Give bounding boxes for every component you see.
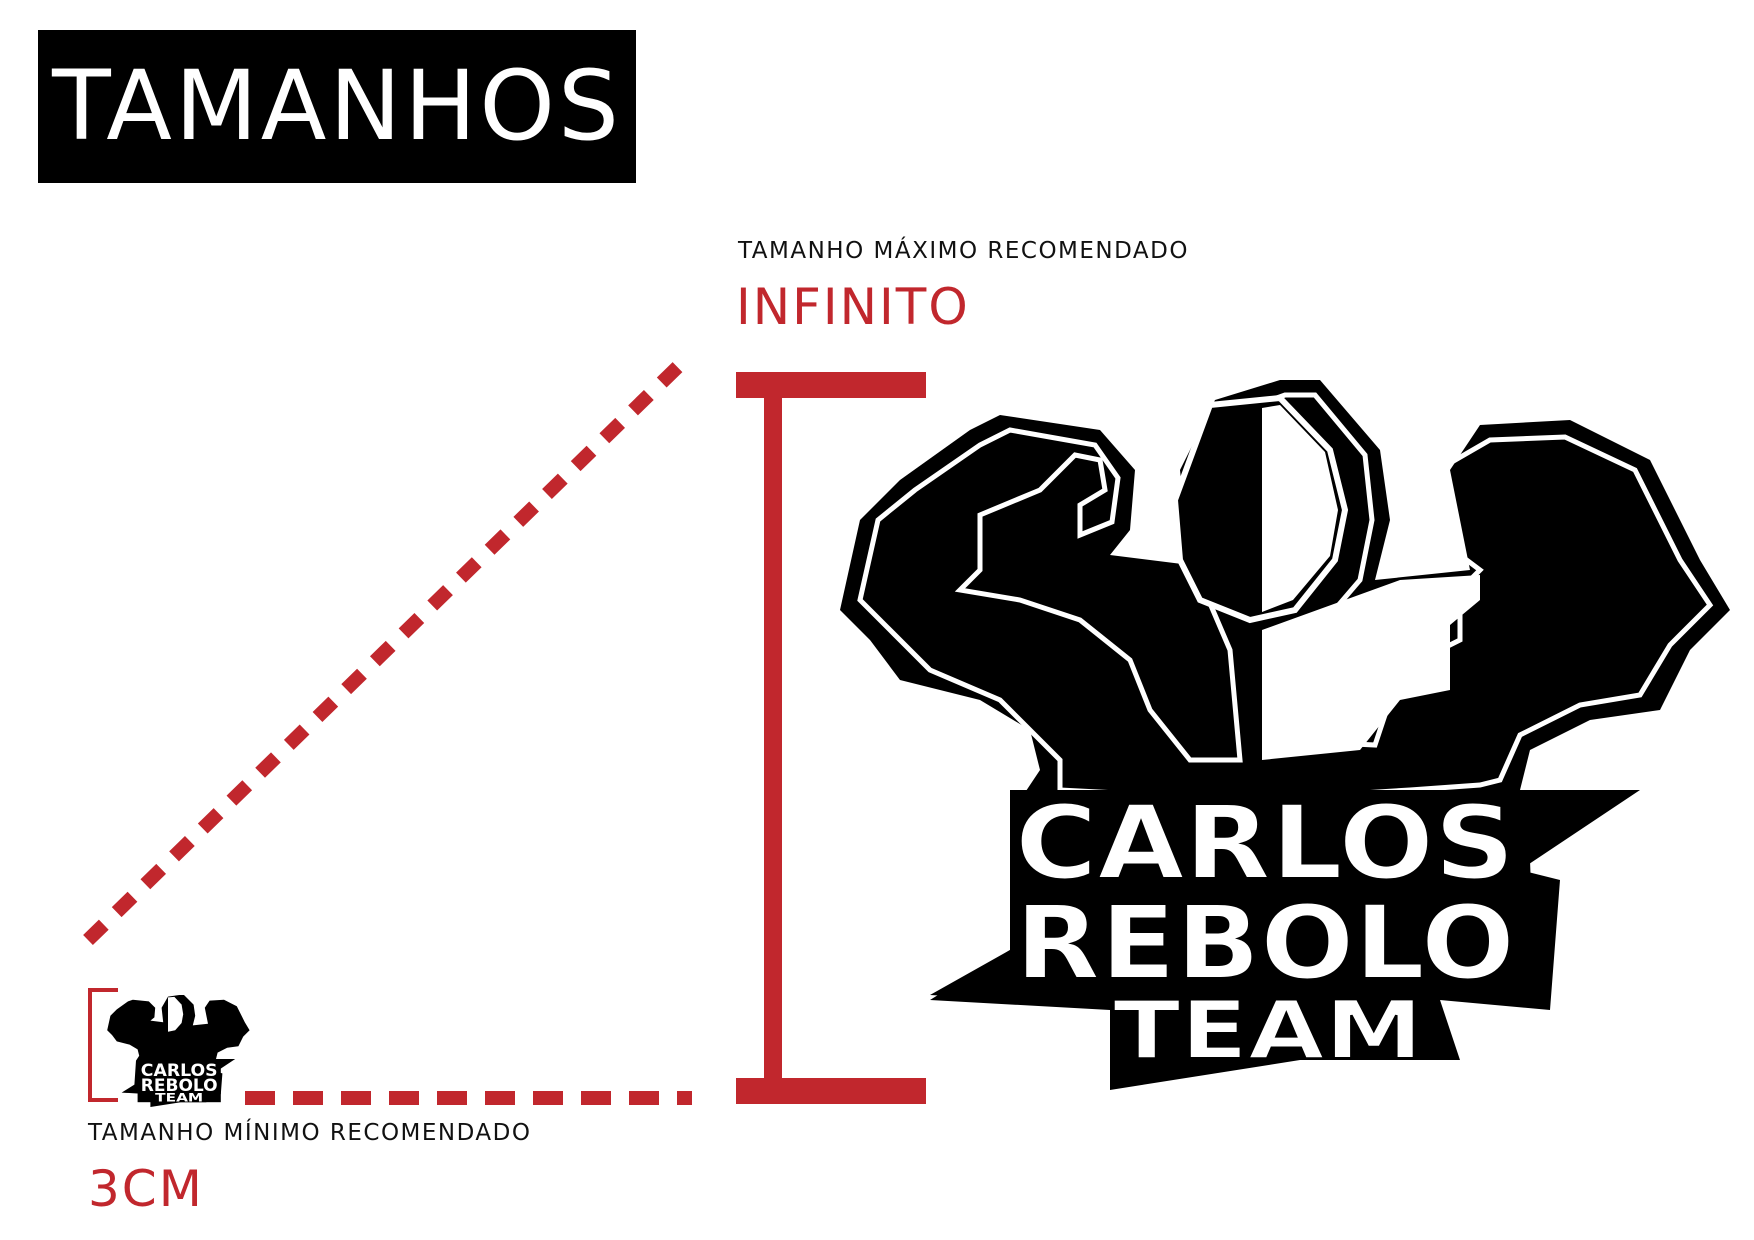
logo-text-banner xyxy=(930,790,1630,1080)
diagonal-dotted-guide xyxy=(83,349,695,946)
logo-small: CARLOS REBOLO TEAM xyxy=(107,995,250,1107)
max-size-label: TAMANHO MÁXIMO RECOMENDADO xyxy=(738,238,1189,264)
logo-text-line1: CARLOS xyxy=(1015,784,1515,903)
small-logo-text-line3: TEAM xyxy=(155,1091,203,1104)
max-size-bracket xyxy=(736,372,926,1104)
small-logo-text-line2: REBOLO xyxy=(141,1075,218,1095)
page-title: TAMANHOS xyxy=(52,50,622,162)
title-box: TAMANHOS xyxy=(38,30,636,183)
logo-text-line2: REBOLO xyxy=(1015,884,1515,1003)
small-logo-text-line1: CARLOS xyxy=(141,1060,218,1080)
logo-large: CARLOS REBOLO TEAM xyxy=(840,380,1730,1090)
min-size-label: TAMANHO MÍNIMO RECOMENDADO xyxy=(88,1120,532,1146)
logo-text-line3: TEAM xyxy=(1113,984,1423,1077)
logo-head-right-half xyxy=(1262,405,1338,612)
max-size-value: INFINITO xyxy=(736,278,970,336)
logo-torso-right-half xyxy=(1262,575,1480,760)
min-size-bracket xyxy=(88,988,118,1102)
min-size-value: 3CM xyxy=(88,1160,204,1218)
